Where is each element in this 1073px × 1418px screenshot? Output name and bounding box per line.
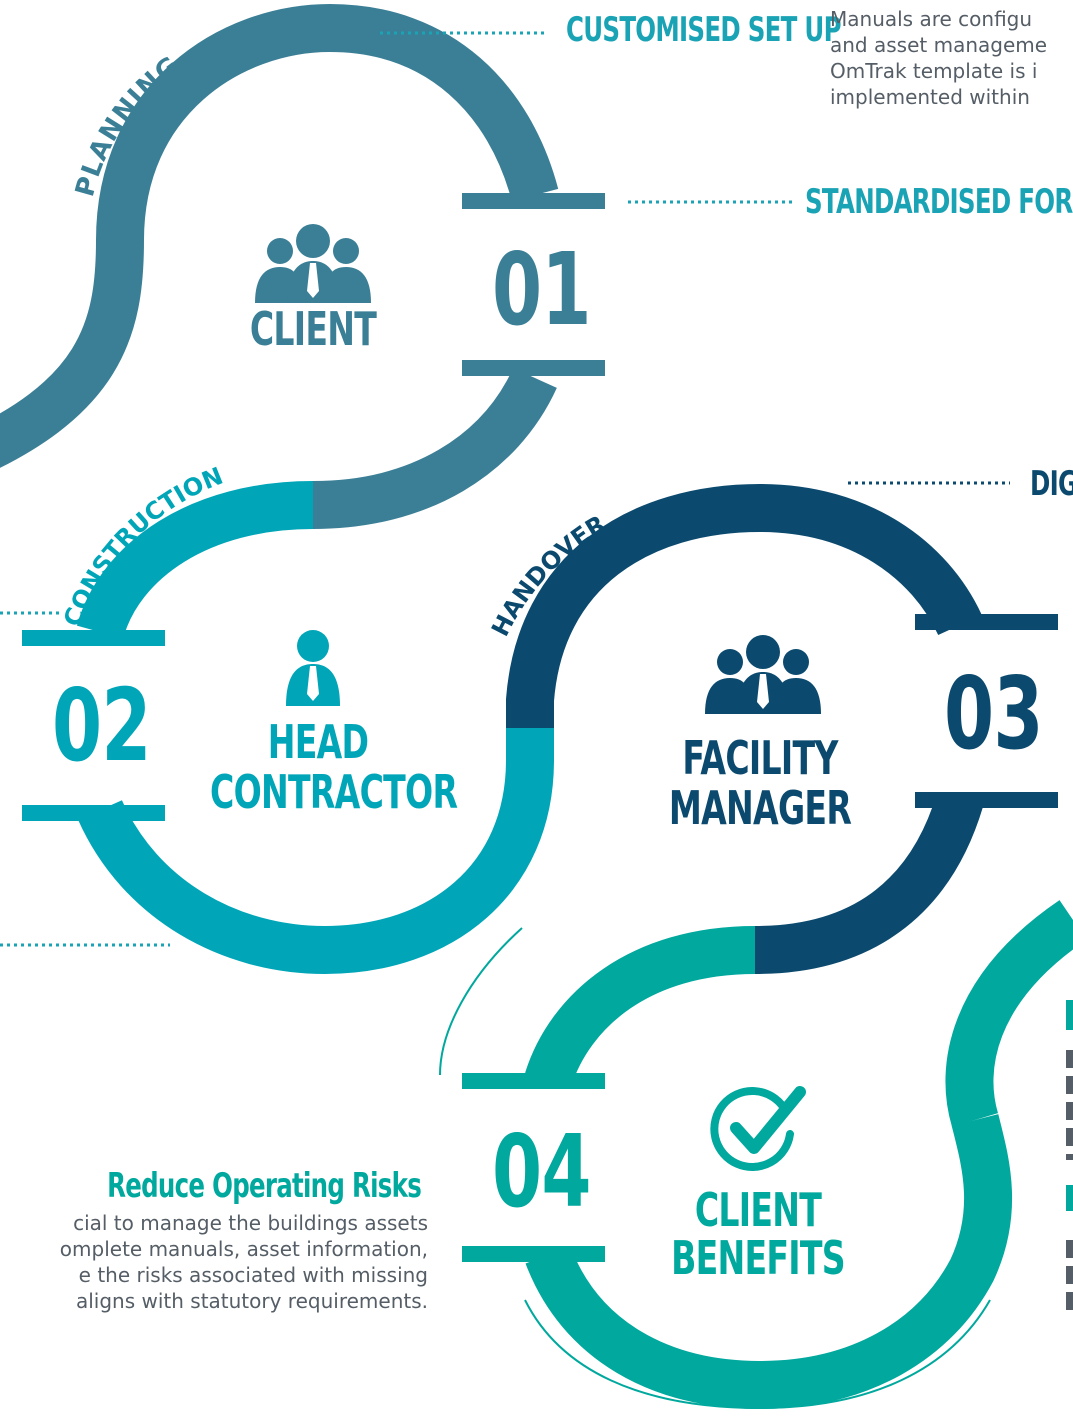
construction-lower-arc [78, 728, 554, 975]
clipped-heading-mark [1066, 1000, 1073, 1030]
group-icon [705, 635, 821, 714]
stage-01-bottom-bar [462, 360, 605, 376]
callout-standardised-title: STANDARDISED FORMA [805, 182, 1073, 222]
stage-03-top-bar [915, 614, 1058, 630]
role-facility-line1: FACILITY [682, 731, 838, 785]
callout-customised-text: Manuals are configu and asset manageme O… [830, 6, 1073, 110]
role-benefits-line1: CLIENT [694, 1183, 822, 1237]
stage-04-top-bar [462, 1073, 605, 1089]
clipped-text-mark [1066, 1050, 1073, 1160]
callout-risks-line: e the risks associated with missing [78, 1263, 428, 1287]
callout-risks-line: aligns with statutory requirements. [75, 1289, 428, 1313]
stage-number-04: 04 [492, 1113, 591, 1230]
stage-03-ring [506, 483, 1058, 974]
callout-risks-title: Reduce Operating Risks [107, 1166, 422, 1206]
callout-customised-line: OmTrak template is i [830, 59, 1038, 83]
benefits-outline-bottom [524, 1299, 991, 1410]
role-facility-line2: MANAGER [668, 781, 852, 835]
callout-digi-title: DIGI [1030, 464, 1073, 504]
callout-standardised-clip: STANDARDISED FORMA [805, 182, 1073, 226]
stage-number-03: 03 [944, 655, 1043, 772]
stage-01-top-bar [462, 193, 605, 209]
callout-customised-title: CUSTOMISED SET UP [566, 10, 842, 50]
stage-04-ring [439, 900, 1073, 1410]
group-icon [255, 224, 371, 303]
benefits-outline-top [439, 927, 523, 1076]
clipped-heading-mark [1066, 1185, 1073, 1211]
callout-customised-line: and asset manageme [830, 33, 1048, 57]
stage-03-bottom-bar [915, 792, 1058, 808]
benefits-lower-arc [525, 1114, 1013, 1410]
planning-lower-arc [312, 367, 557, 529]
checkmark-icon [710, 1086, 806, 1171]
callout-risks-text: cial to manage the buildings assets ompl… [60, 1210, 428, 1314]
callout-customised-line: Manuals are configu [830, 7, 1033, 31]
role-head-line1: HEAD [267, 715, 369, 769]
callout-digi-clip: DIGI [1030, 464, 1073, 508]
callout-risks-line: cial to manage the buildings assets [73, 1211, 428, 1235]
role-client: CLIENT [249, 302, 377, 356]
stage-02-top-bar [22, 630, 165, 646]
handover-arc [506, 483, 982, 728]
construction-arc [76, 481, 314, 640]
stage-04-bottom-bar [462, 1246, 605, 1262]
benefits-right-arc [945, 900, 1073, 1127]
benefits-arc [525, 926, 756, 1088]
handover-lower-arc [754, 792, 983, 974]
planning-arc [0, 3, 559, 468]
stage-02-bottom-bar [22, 805, 165, 821]
stage-02-ring [22, 481, 554, 975]
callout-risks-line: omplete manuals, asset information, [59, 1237, 428, 1261]
callout-customised-line: implemented within [830, 85, 1030, 109]
stage-number-01: 01 [492, 231, 591, 348]
role-benefits-line2: BENEFITS [671, 1231, 846, 1285]
stage-01-ring [0, 3, 605, 529]
clipped-text-mark [1066, 1240, 1073, 1310]
person-icon [286, 630, 340, 706]
role-head-line2: CONTRACTOR [210, 765, 458, 819]
stage-number-02: 02 [52, 667, 151, 784]
